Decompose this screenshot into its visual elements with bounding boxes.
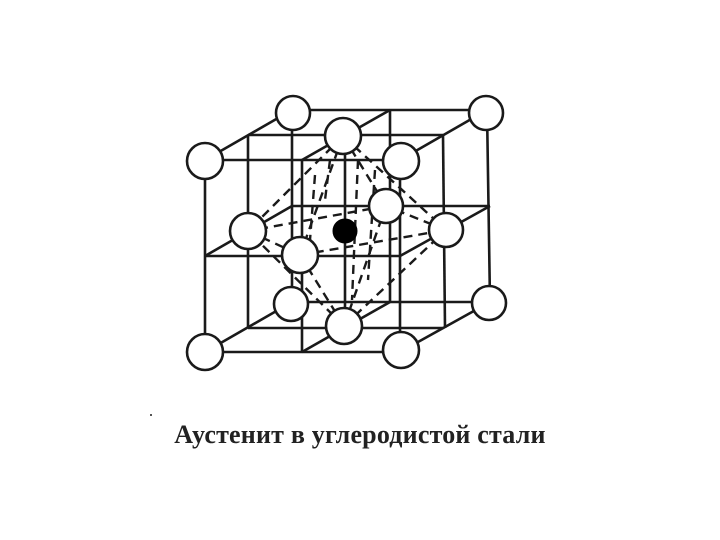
iron-atoms [185,94,508,372]
iron-atom [280,235,320,275]
figure-caption: Аустенит в углеродистой стали [174,420,546,449]
iron-atom [185,141,225,181]
carbon-atom [332,218,358,244]
iron-atom [367,187,405,225]
iron-atom [381,141,421,181]
iron-atom [323,116,363,156]
iron-atom [470,284,508,322]
iron-atom [381,330,421,370]
iron-atom [185,332,225,372]
iron-atom [228,211,268,251]
iron-atom [324,306,364,346]
iron-atom [427,211,465,249]
iron-atom [272,285,310,323]
iron-atom [274,94,312,132]
image-speck [150,414,152,416]
iron-atom [467,94,505,132]
